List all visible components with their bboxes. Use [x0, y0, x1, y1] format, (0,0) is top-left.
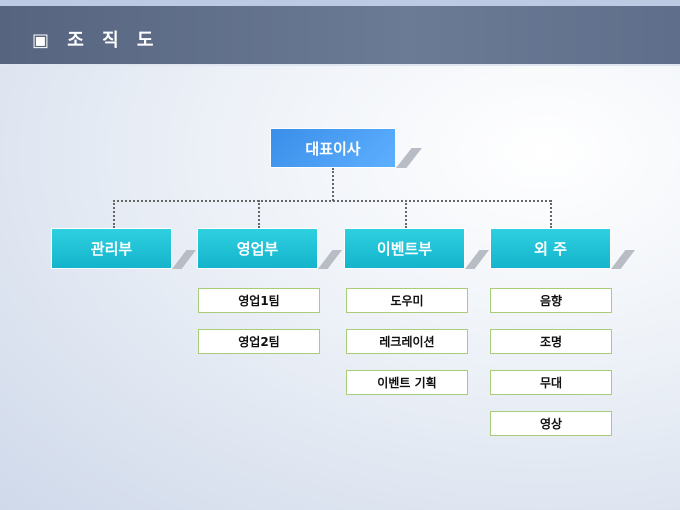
- team-box: 영업1팀: [198, 288, 320, 313]
- team-box: 도우미: [346, 288, 468, 313]
- team-box: 무대: [490, 370, 612, 395]
- connector-line: [405, 200, 407, 228]
- box-shadow: [172, 250, 196, 269]
- box-shadow: [465, 250, 489, 269]
- box-shadow: [318, 250, 342, 269]
- team-box: 음향: [490, 288, 612, 313]
- dept-event: 이벤트부: [344, 228, 465, 269]
- top-strip: [0, 0, 680, 6]
- connector-line: [550, 200, 552, 228]
- connector-line: [113, 200, 551, 202]
- dept-sales: 영업부: [197, 228, 318, 269]
- team-box: 영업2팀: [198, 329, 320, 354]
- dept-outsourcing: 외 주: [490, 228, 611, 269]
- box-shadow: [396, 148, 422, 168]
- connector-line: [258, 200, 260, 228]
- connector-line: [332, 168, 334, 201]
- team-box: 조명: [490, 329, 612, 354]
- team-box: 레크레이션: [346, 329, 468, 354]
- header-band: [0, 6, 680, 66]
- page-title: ▣ 조 직 도: [32, 30, 160, 51]
- team-box: 이벤트 기획: [346, 370, 468, 395]
- connector-line: [113, 200, 115, 228]
- ceo-box: 대표이사: [270, 128, 396, 168]
- team-box: 영상: [490, 411, 612, 436]
- box-shadow: [611, 250, 635, 269]
- dept-management: 관리부: [51, 228, 172, 269]
